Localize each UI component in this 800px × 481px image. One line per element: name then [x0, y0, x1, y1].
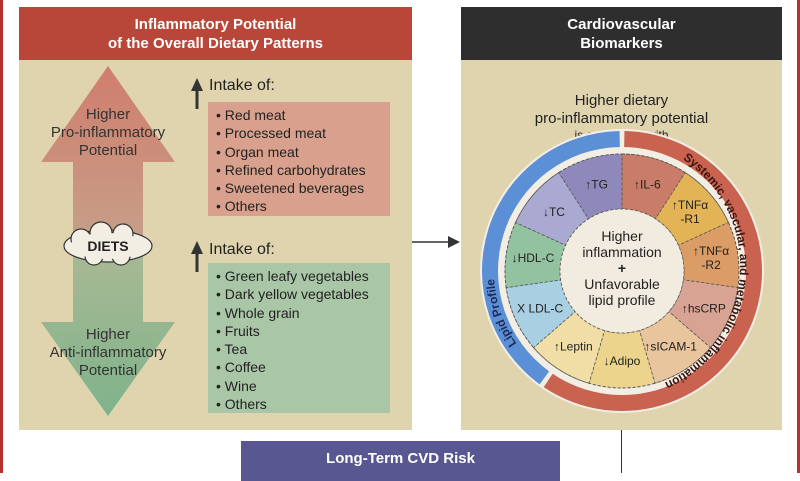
biomarker-label: -R1 [680, 212, 700, 226]
pro-inflammatory-foods: Red meat Processed meat Organ meat Refin… [208, 102, 390, 216]
header-line: Cardiovascular [567, 16, 676, 33]
center-circle [559, 208, 685, 334]
biomarker-label: ↑Leptin [554, 340, 593, 354]
food-item: Whole grain [216, 304, 390, 322]
center-text: Unfavorable [584, 276, 660, 292]
lipid-ring [481, 131, 620, 385]
food-item: Dark yellow vegetables [216, 285, 390, 303]
anti-intake-label: Intake of: [209, 241, 275, 258]
food-item: Sweetened beverages [216, 179, 390, 197]
food-item: Red meat [216, 106, 390, 124]
association-line: Higher dietary [574, 92, 669, 109]
biomarker-label: X LDL-C [517, 301, 563, 315]
center-text: Higher [601, 228, 643, 244]
arrow-down-text: Higher [86, 326, 130, 343]
center-text: + [618, 260, 626, 276]
food-item: Tea [216, 340, 390, 358]
biomarker-wheel: ↑IL-6↑TNFα-R1↑TNFα-R2↑hsCRP↑sICAM-1↓Adip… [480, 129, 764, 413]
header-line: Biomarkers [580, 35, 663, 52]
cvd-risk-title: Long-Term CVD Risk [326, 450, 475, 467]
diets-cloud: DIETS [63, 221, 153, 266]
food-item: Wine [216, 377, 390, 395]
food-item: Processed meat [216, 124, 390, 142]
anti-inflammatory-foods: Green leafy vegetables Dark yellow veget… [208, 263, 390, 413]
frame-edge-right [797, 0, 800, 473]
biomarker-label: ↑sICAM-1 [644, 340, 697, 354]
biomarker-label: ↑TNFα [693, 244, 729, 258]
cvd-risk-box: Long-Term CVD Risk [241, 441, 560, 481]
frame-edge-left [0, 0, 3, 473]
food-item: Others [216, 197, 390, 215]
biomarker-label: ↓TC [543, 205, 565, 219]
food-item: Refined carbohydrates [216, 161, 390, 179]
arrow-up-text: Potential [79, 142, 137, 159]
center-text: lipid profile [589, 292, 656, 308]
biomarker-label: -R2 [701, 258, 721, 272]
biomarkers-panel: Cardiovascular Biomarkers Higher dietary… [461, 7, 782, 430]
biomarker-label: ↓Adipo [604, 354, 641, 368]
intake-up-arrow-icon [191, 78, 203, 109]
biomarker-label: ↑IL-6 [634, 178, 661, 192]
food-item: Green leafy vegetables [216, 267, 390, 285]
header-line: of the Overall Dietary Patterns [107, 35, 324, 52]
connector-line [621, 430, 622, 473]
food-item: Fruits [216, 322, 390, 340]
food-item: Organ meat [216, 143, 390, 161]
biomarker-label: ↓HDL-C [512, 251, 555, 265]
dietary-patterns-header: Inflammatory Potential of the Overall Di… [19, 7, 412, 60]
dietary-patterns-panel: Inflammatory Potential of the Overall Di… [19, 7, 412, 430]
header-line: Inflammatory Potential [134, 16, 297, 33]
inflammation-ring [543, 131, 762, 412]
center-text: inflammation [582, 244, 661, 260]
food-item: Coffee [216, 358, 390, 376]
biomarker-label: ↑TNFα [672, 198, 708, 212]
pro-intake-label: Intake of: [209, 77, 275, 94]
segment-outline [504, 153, 740, 389]
arrow-down-text: Potential [79, 362, 137, 379]
food-item: Others [216, 395, 390, 413]
diets-label: DIETS [87, 238, 128, 254]
down-arrow [41, 246, 175, 416]
up-arrow [41, 66, 175, 246]
connector-arrow-icon [412, 236, 460, 248]
association-line: pro-inflammatory potential [534, 110, 709, 127]
arrow-down-text: Anti-inflammatory [50, 344, 167, 361]
biomarker-label: ↑hsCRP [682, 301, 726, 315]
biomarker-label: ↑TG [585, 178, 608, 192]
intake-up-arrow-icon [191, 241, 203, 272]
arrow-up-text: Higher [86, 106, 130, 123]
biomarkers-header: Cardiovascular Biomarkers [461, 7, 782, 60]
arrow-up-text: Pro-inflammatory [51, 124, 166, 141]
